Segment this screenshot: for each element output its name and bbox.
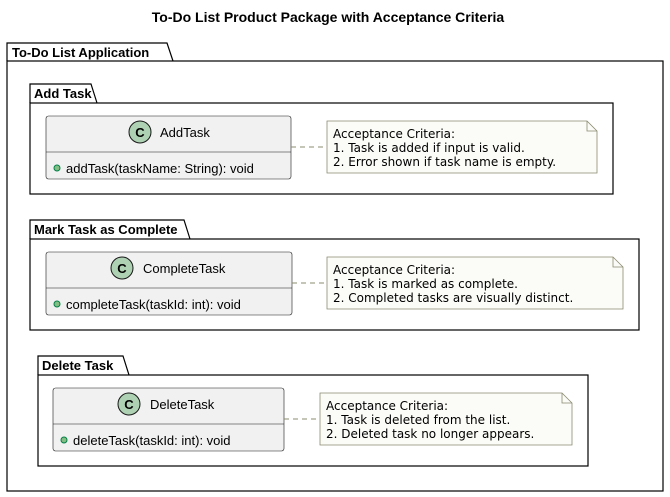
package-delete-task: Delete Task C DeleteTask deleteTask(task…: [37, 355, 589, 467]
class-method: deleteTask(taskId: int): void: [73, 433, 231, 448]
acceptance-criteria-note: Acceptance Criteria: 1. Task is added if…: [326, 120, 598, 174]
package-tab: [29, 219, 191, 240]
package-body: [29, 102, 614, 195]
package-tab: [29, 83, 98, 104]
note-line-heading: Acceptance Criteria:: [333, 127, 455, 141]
note-fold: [561, 393, 572, 404]
acceptance-criteria-note: Acceptance Criteria: 1. Task is deleted …: [319, 392, 573, 446]
package-label: Mark Task as Complete: [34, 222, 178, 237]
application-package-tab: [6, 42, 174, 62]
class-addtask: C AddTask addTask(taskName: String): voi…: [45, 115, 292, 180]
public-method-icon: [53, 164, 61, 172]
acceptance-criteria-note: Acceptance Criteria: 1. Task is marked a…: [326, 256, 624, 310]
public-method-icon: [53, 300, 61, 308]
class-stereotype-letter: C: [117, 261, 127, 276]
note-line-1: 1. Task is marked as complete.: [333, 277, 518, 291]
diagram-title: To-Do List Product Package with Acceptan…: [152, 9, 505, 25]
note-fold: [586, 121, 597, 132]
class-stereotype-icon: [110, 256, 134, 280]
package-add-task: Add Task C AddTask addTask(taskName: Str…: [29, 83, 614, 195]
class-name: DeleteTask: [150, 397, 215, 412]
note-shape: [326, 256, 624, 310]
application-package-label: To-Do List Application: [12, 45, 149, 60]
note-fold: [612, 257, 623, 268]
application-package-body: [6, 60, 664, 492]
class-stereotype-icon: [128, 120, 152, 144]
class-name: AddTask: [160, 125, 210, 140]
note-shape: [319, 392, 573, 446]
package-tab: [37, 355, 130, 376]
class-name: CompleteTask: [143, 261, 226, 276]
public-method-icon: [60, 436, 68, 444]
package-mark-task-complete: Mark Task as Complete C CompleteTask com…: [29, 219, 640, 331]
note-line-2: 2. Completed tasks are visually distinct…: [333, 291, 573, 305]
class-deletetask: C DeleteTask deleteTask(taskId: int): vo…: [52, 387, 285, 452]
note-line-1: 1. Task is added if input is valid.: [333, 141, 525, 155]
class-stereotype-letter: C: [135, 125, 145, 140]
class-stereotype-icon: [117, 392, 141, 416]
application-package: To-Do List Application: [6, 42, 664, 492]
note-line-2: 2. Deleted task no longer appears.: [326, 427, 534, 441]
note-line-heading: Acceptance Criteria:: [326, 399, 448, 413]
package-label: Add Task: [34, 86, 92, 101]
package-body: [29, 238, 640, 331]
note-shape: [326, 120, 598, 174]
class-method: completeTask(taskId: int): void: [66, 297, 241, 312]
package-label: Delete Task: [42, 358, 114, 373]
class-method: addTask(taskName: String): void: [66, 161, 254, 176]
package-body: [37, 374, 589, 467]
note-line-2: 2. Error shown if task name is empty.: [333, 155, 556, 169]
class-completetask: C CompleteTask completeTask(taskId: int)…: [45, 251, 293, 316]
class-stereotype-letter: C: [124, 397, 134, 412]
note-line-1: 1. Task is deleted from the list.: [326, 413, 510, 427]
note-line-heading: Acceptance Criteria:: [333, 263, 455, 277]
